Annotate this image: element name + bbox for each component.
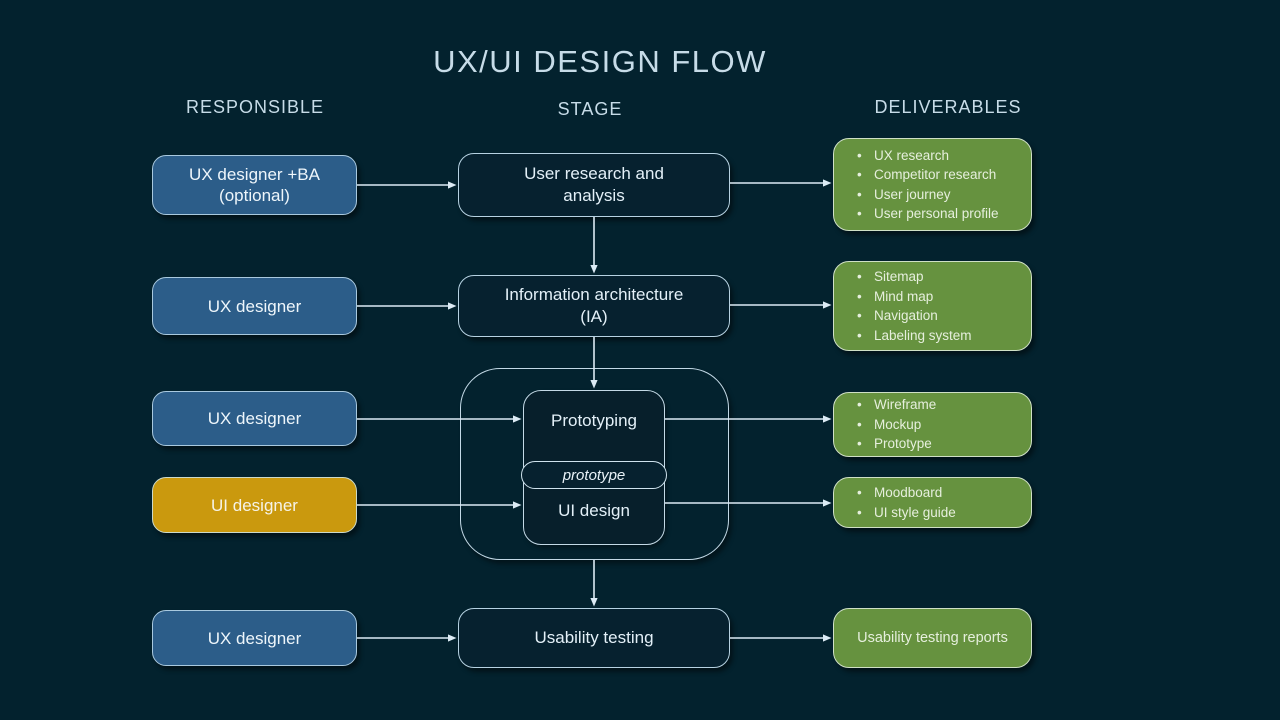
list-item: Labeling system	[852, 326, 1025, 346]
node-label: UX designer	[207, 296, 302, 316]
deliverables-node-usability-testing: Usability testing reports	[833, 608, 1032, 668]
list-item: UX research	[852, 146, 1025, 166]
responsible-node-ui-designer: UI designer	[152, 477, 357, 533]
node-label: UX designer	[207, 628, 302, 648]
list-item: UI style guide	[852, 503, 1025, 523]
deliverables-list: UX research Competitor research User jou…	[834, 139, 1031, 230]
stage-node-prototyping: Prototyping	[551, 411, 637, 430]
node-label: Usability testing reports	[857, 630, 1008, 646]
stage-node-usability-testing: Usability testing	[458, 608, 730, 668]
page-title: UX/UI DESIGN FLOW	[433, 44, 767, 79]
deliverables-list: Moodboard UI style guide	[834, 478, 1031, 527]
deliverables-node-ui-design: Moodboard UI style guide	[833, 477, 1032, 528]
node-label: UI designer	[211, 495, 298, 515]
node-label: UX designer +BA (optional)	[189, 165, 320, 205]
deliverables-list: Wireframe Mockup Prototype	[834, 393, 1031, 456]
list-item: Prototype	[852, 434, 1025, 454]
stage-node-ui-design: UI design	[558, 501, 630, 520]
deliverables-list: Sitemap Mind map Navigation Labeling sys…	[834, 262, 1031, 350]
list-item: Sitemap	[852, 267, 1025, 287]
stage-node-information-architecture: Information architecture (IA)	[458, 275, 730, 337]
list-item: Mind map	[852, 287, 1025, 307]
list-item: Competitor research	[852, 165, 1025, 185]
stage-node-user-research: User research and analysis	[458, 153, 730, 217]
list-item: Navigation	[852, 306, 1025, 326]
column-header-responsible: RESPONSIBLE	[185, 97, 325, 117]
list-item: User journey	[852, 185, 1025, 205]
deliverables-node-information-architecture: Sitemap Mind map Navigation Labeling sys…	[833, 261, 1032, 351]
list-item: Wireframe	[852, 395, 1025, 415]
column-header-deliverables: DELIVERABLES	[874, 97, 1022, 117]
node-label: UX designer	[207, 409, 302, 428]
deliverables-node-user-research: UX research Competitor research User jou…	[833, 138, 1032, 231]
list-item: User personal profile	[852, 204, 1025, 224]
responsible-node-ux-designer-5: UX designer	[152, 610, 357, 666]
list-item: Moodboard	[852, 483, 1025, 503]
column-header-stage: STAGE	[557, 99, 623, 119]
responsible-node-ux-designer-2: UX designer	[152, 277, 357, 335]
prototype-badge: prototype	[521, 461, 667, 489]
list-item: Mockup	[852, 415, 1025, 435]
deliverables-node-prototyping: Wireframe Mockup Prototype	[833, 392, 1032, 457]
responsible-node-ux-designer-3: UX designer	[152, 391, 357, 446]
responsible-node-ux-designer-ba: UX designer +BA (optional)	[152, 155, 357, 215]
